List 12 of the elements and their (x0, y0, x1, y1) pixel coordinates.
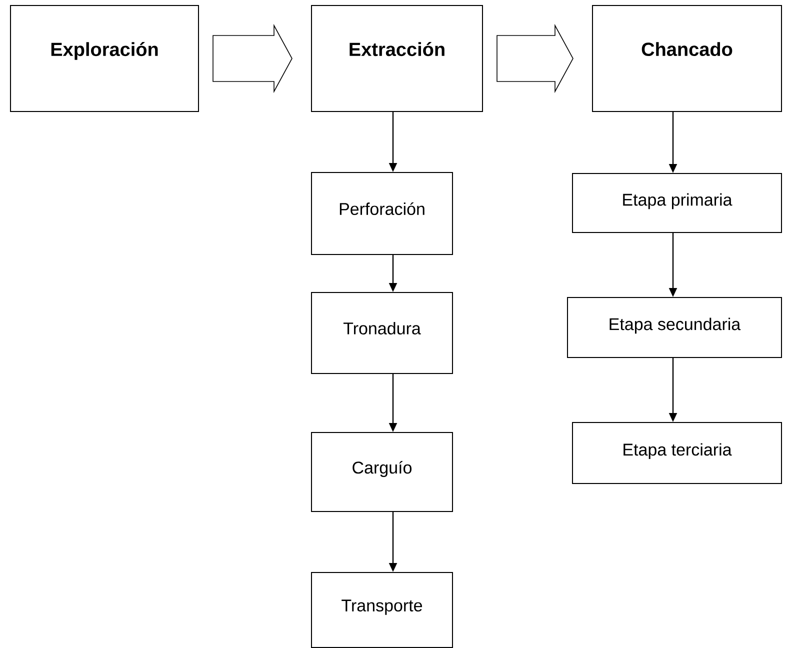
step-box: Etapa terciaria (572, 422, 782, 484)
stage-box: Exploración (10, 5, 199, 112)
step-box: Tronadura (311, 292, 453, 374)
stage-box: Extracción (311, 5, 483, 112)
stage-box: Chancado (592, 5, 782, 112)
step-box: Etapa primaria (572, 173, 782, 233)
step-box: Transporte (311, 572, 453, 648)
step-box: Etapa secundaria (567, 297, 782, 358)
step-box: Perforación (311, 172, 453, 255)
block-arrow (496, 24, 574, 94)
block-arrow (212, 24, 292, 94)
step-box: Carguío (311, 432, 453, 512)
